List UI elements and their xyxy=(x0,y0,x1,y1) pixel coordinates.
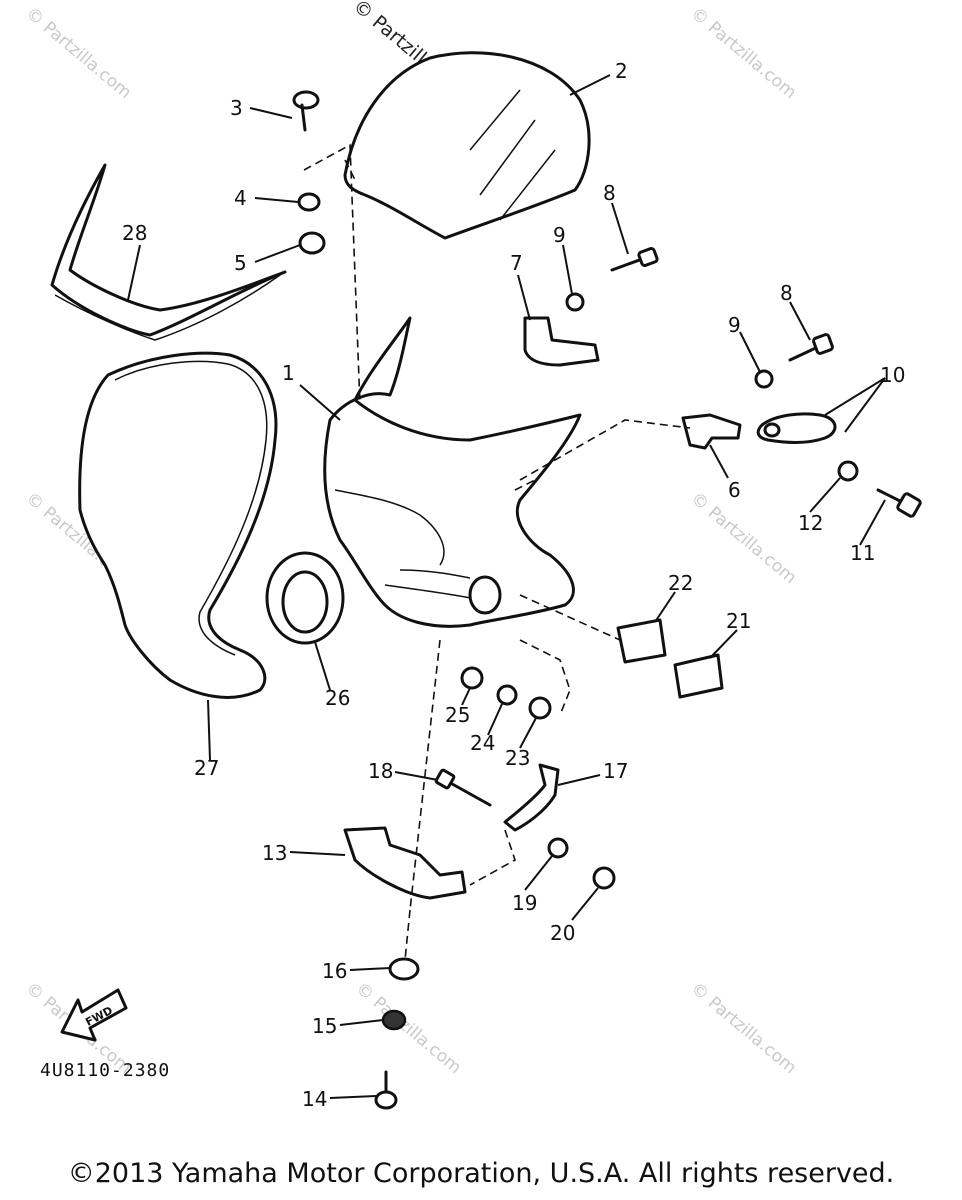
part-bolt-11[interactable] xyxy=(876,488,922,518)
part-collar-15[interactable] xyxy=(381,1009,407,1031)
watermark: © Partzilla.com xyxy=(22,4,135,104)
callout-9a: 9 xyxy=(553,223,566,247)
part-bracket-17[interactable] xyxy=(503,763,560,832)
part-bolt-14[interactable] xyxy=(374,1070,398,1110)
callout-25: 25 xyxy=(445,703,470,727)
callout-10: 10 xyxy=(880,363,905,387)
part-damper-16[interactable] xyxy=(388,957,420,981)
part-plate-22[interactable] xyxy=(616,618,667,664)
part-bracket-7[interactable] xyxy=(523,316,600,367)
part-windshield[interactable] xyxy=(343,51,591,240)
callout-7: 7 xyxy=(510,251,523,275)
callout-13: 13 xyxy=(262,841,287,865)
callout-15: 15 xyxy=(312,1014,337,1038)
assembly-lines xyxy=(303,143,691,961)
callout-19: 19 xyxy=(512,891,537,915)
callout-5: 5 xyxy=(234,251,247,275)
callout-22: 22 xyxy=(668,571,693,595)
callout-20: 20 xyxy=(550,921,575,945)
part-grommet-5[interactable] xyxy=(298,231,326,255)
part-nut-19[interactable] xyxy=(547,837,569,859)
callout-12: 12 xyxy=(798,511,823,535)
watermark: © Partzilla.com xyxy=(352,979,465,1079)
part-nut-23[interactable] xyxy=(528,696,552,720)
callout-8a: 8 xyxy=(603,181,616,205)
callout-18: 18 xyxy=(368,759,393,783)
part-bolt-8b[interactable] xyxy=(788,333,834,362)
callout-21: 21 xyxy=(726,609,751,633)
callout-8b: 8 xyxy=(780,281,793,305)
part-nut-9b[interactable] xyxy=(754,369,774,389)
part-bolt-8a[interactable] xyxy=(610,247,659,272)
callout-4: 4 xyxy=(234,186,247,210)
diagram-code: 4U8110-2380 xyxy=(40,1060,171,1081)
callout-11: 11 xyxy=(850,541,875,565)
callout-9b: 9 xyxy=(728,313,741,337)
watermark: © Partzilla.com xyxy=(687,489,800,589)
part-fairing-body[interactable] xyxy=(323,316,582,628)
callout-3: 3 xyxy=(230,96,243,120)
callout-14: 14 xyxy=(302,1087,327,1111)
part-nut-25[interactable] xyxy=(460,666,484,690)
callout-16: 16 xyxy=(322,959,347,983)
callout-28: 28 xyxy=(122,221,147,245)
callout-17: 17 xyxy=(603,759,628,783)
part-washer-24[interactable] xyxy=(496,684,518,706)
part-nut-12[interactable] xyxy=(837,460,859,482)
callout-2: 2 xyxy=(615,59,628,83)
part-visor-trim[interactable] xyxy=(50,163,287,341)
part-seal-strip[interactable] xyxy=(78,351,278,699)
callout-1: 1 xyxy=(282,361,295,385)
callout-numbers: 1 2 3 4 5 6 7 8 8 9 9 10 11 12 13 14 15 … xyxy=(122,59,905,1111)
callout-23: 23 xyxy=(505,746,530,770)
callout-24: 24 xyxy=(470,731,495,755)
callout-26: 26 xyxy=(325,686,350,710)
part-screw-3[interactable] xyxy=(292,90,320,132)
part-bolt-18[interactable] xyxy=(434,768,492,807)
part-mount-13[interactable] xyxy=(343,826,467,900)
part-nut-20[interactable] xyxy=(592,866,616,890)
part-clamp-10[interactable] xyxy=(756,412,837,444)
callout-27: 27 xyxy=(194,756,219,780)
copyright-notice: ©2013 Yamaha Motor Corporation, U.S.A. A… xyxy=(67,1158,895,1189)
part-grommet[interactable] xyxy=(265,551,345,645)
callout-6: 6 xyxy=(728,478,741,502)
callout-leaders xyxy=(127,74,886,1099)
part-plate-21[interactable] xyxy=(673,653,724,699)
part-stay-6[interactable] xyxy=(681,413,742,450)
part-nut-9a[interactable] xyxy=(565,292,585,312)
part-collar-4[interactable] xyxy=(297,192,321,212)
watermark: © Partzilla.com xyxy=(687,979,800,1079)
watermark: © Partzilla.com xyxy=(687,4,800,104)
